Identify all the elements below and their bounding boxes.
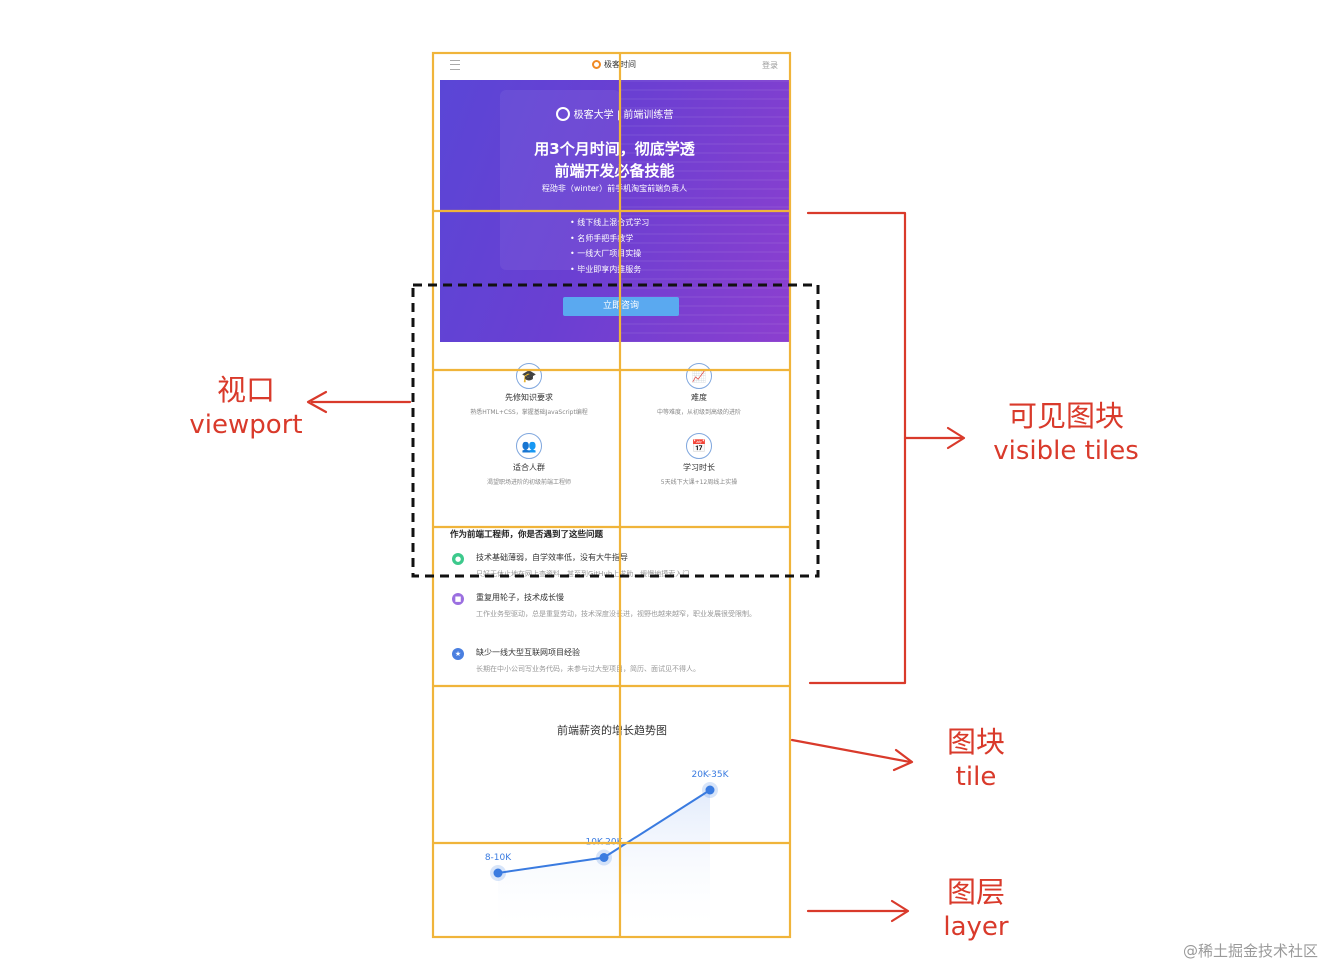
feature-duration: 📅 学习时长 5天线下大课+12周线上实操	[614, 433, 784, 486]
problem-desc: 长期在中小公司写业务代码，未参与过大型项目，简历、面试见不得人。	[476, 665, 700, 673]
hero-brand: 极客大学 | 前端训练营	[440, 106, 789, 121]
hero-brand-text: 极客大学 | 前端训练营	[573, 110, 674, 121]
tile-label-cn: 图块	[946, 725, 1005, 759]
problem-title: 技术基础薄弱，自学效率低，没有大牛指导	[476, 553, 628, 562]
feature-prerequisites: 🎓 先修知识要求 熟悉HTML+CSS，掌握基础JavaScript编程	[444, 363, 614, 416]
menu-icon[interactable]	[450, 60, 460, 70]
star-icon: ★	[452, 648, 464, 660]
tile-label: 图块 tile	[926, 724, 1026, 794]
watermark: @稀土掘金技术社区	[1182, 942, 1318, 960]
geek-university-logo-icon	[555, 106, 570, 121]
login-link[interactable]: 登录	[762, 61, 778, 70]
feature-desc: 5天线下大课+12周线上实操	[660, 479, 738, 486]
viewport-label-cn: 视口	[216, 373, 275, 407]
tile-label-en: tile	[955, 762, 997, 792]
salary-point-label: 8-10K	[485, 853, 512, 863]
brand-logo-icon	[592, 60, 601, 69]
viewport-label: 视口 viewport	[176, 372, 316, 442]
trend-chart-icon: 📈	[686, 363, 712, 389]
layer-label-cn: 图层	[946, 875, 1005, 909]
feature-title: 适合人群	[513, 463, 545, 472]
viewport-arrowhead	[306, 390, 328, 414]
salary-point	[705, 785, 715, 795]
feature-audience: 👥 适合人群 渴望职场进阶的初级前端工程师	[444, 433, 614, 486]
tile-arrowhead	[892, 748, 914, 772]
layer-label-en: layer	[943, 912, 1009, 942]
hero-bullet: 名师手把手教学	[570, 231, 649, 247]
visible-tiles-label-cn: 可见图块	[1007, 399, 1124, 433]
hero-bullet: 毕业即享内推服务	[570, 262, 649, 278]
visible-tiles-bracket	[806, 211, 907, 685]
viewport-box	[411, 283, 820, 578]
problem-desc: 工作业务型驱动，总是重复劳动，技术深度没长进，视野也越来越窄，职业发展很受限制。	[476, 610, 756, 618]
visible-tiles-label: 可见图块 visible tiles	[972, 398, 1160, 468]
feature-title: 难度	[691, 393, 707, 402]
feature-title: 先修知识要求	[505, 393, 553, 402]
layer-label: 图层 layer	[926, 874, 1026, 944]
feature-desc: 中等难度，从初级到高级的进阶	[656, 409, 741, 416]
visible-tiles-label-en: visible tiles	[993, 436, 1139, 466]
problems-heading: 作为前端工程师，你是否遇到了这些问题	[450, 530, 604, 540]
hero-bullet: 线下线上混合式学习	[570, 215, 649, 231]
salary-point	[493, 868, 503, 878]
person-icon: ●	[452, 553, 464, 565]
calendar-icon: 📅	[686, 433, 712, 459]
feature-desc: 渴望职场进阶的初级前端工程师	[486, 479, 571, 486]
visible-tiles-arrowhead	[946, 426, 966, 450]
document-icon: ■	[452, 593, 464, 605]
viewport-label-en: viewport	[189, 410, 303, 440]
salary-point	[599, 853, 609, 862]
salary-area	[498, 790, 710, 935]
tile-arrow	[790, 738, 912, 764]
layer-outline	[431, 51, 792, 939]
feature-difficulty: 📈 难度 中等难度，从初级到高级的进阶	[614, 363, 784, 416]
salary-point-label: 20K-35K	[691, 770, 729, 780]
problem-title: 重复用轮子，技术成长慢	[476, 593, 564, 602]
hero-title: 用3个月时间，彻底学透 前端开发必备技能	[440, 138, 789, 182]
layer-arrowhead	[890, 899, 910, 923]
hero-title-line2: 前端开发必备技能	[554, 162, 675, 180]
hero-title-line1: 用3个月时间，彻底学透	[534, 140, 695, 158]
hero-bullet: 一线大厂项目实操	[570, 246, 649, 262]
graduation-cap-icon: 🎓	[516, 363, 542, 389]
problem-title: 缺少一线大型互联网项目经验	[476, 648, 580, 657]
hero-bullet-list: 线下线上混合式学习 名师手把手教学 一线大厂项目实操 毕业即享内推服务	[570, 215, 649, 277]
feature-title: 学习时长	[683, 463, 715, 472]
problem-desc: 只好无休止地在网上查资料，甚至到GitHub上求助，缓慢地摸索入门	[476, 570, 690, 578]
salary-chart-title: 前端薪资的增长趋势图	[557, 724, 667, 737]
people-icon: 👥	[516, 433, 542, 459]
feature-desc: 熟悉HTML+CSS，掌握基础JavaScript编程	[470, 409, 588, 416]
hero-author: 程劭非（winter）前手机淘宝前端负责人	[541, 184, 688, 193]
